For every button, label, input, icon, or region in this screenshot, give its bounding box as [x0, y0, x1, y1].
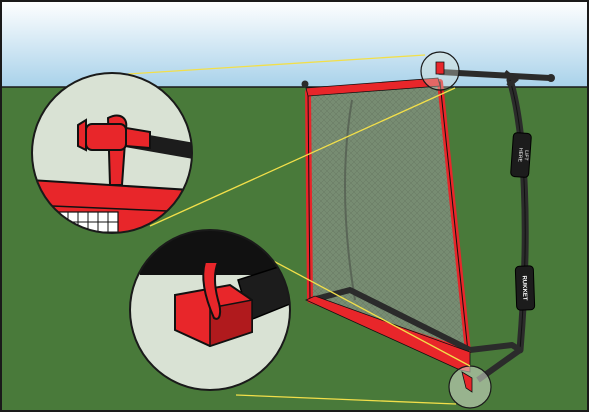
- top-bar-joint: [503, 70, 519, 88]
- ground-frame-left: [311, 287, 472, 353]
- strap-upper-label: LIFTHERE: [516, 148, 529, 163]
- strap-lower: RUKKET: [514, 265, 536, 311]
- strap-lower-label: RUKKET: [521, 275, 528, 301]
- net-frame-icon: LIFTHERE RUKKET: [301, 69, 555, 383]
- ground-frame-red-base: [305, 295, 471, 373]
- top-left-cap: [301, 80, 309, 88]
- net-red-top-band: [305, 77, 441, 97]
- corner-joint-detail-icon: [129, 229, 291, 391]
- net-inner-arc: [343, 99, 356, 301]
- net-mesh-texture: [310, 82, 470, 350]
- top-bar-end-cap: [547, 74, 555, 82]
- ground-frame-right: [469, 342, 523, 383]
- strap-upper: LIFTHERE: [510, 132, 532, 178]
- top-joint-marker-clip: [435, 61, 445, 75]
- bottom-joint-marker-bracket: [461, 371, 473, 393]
